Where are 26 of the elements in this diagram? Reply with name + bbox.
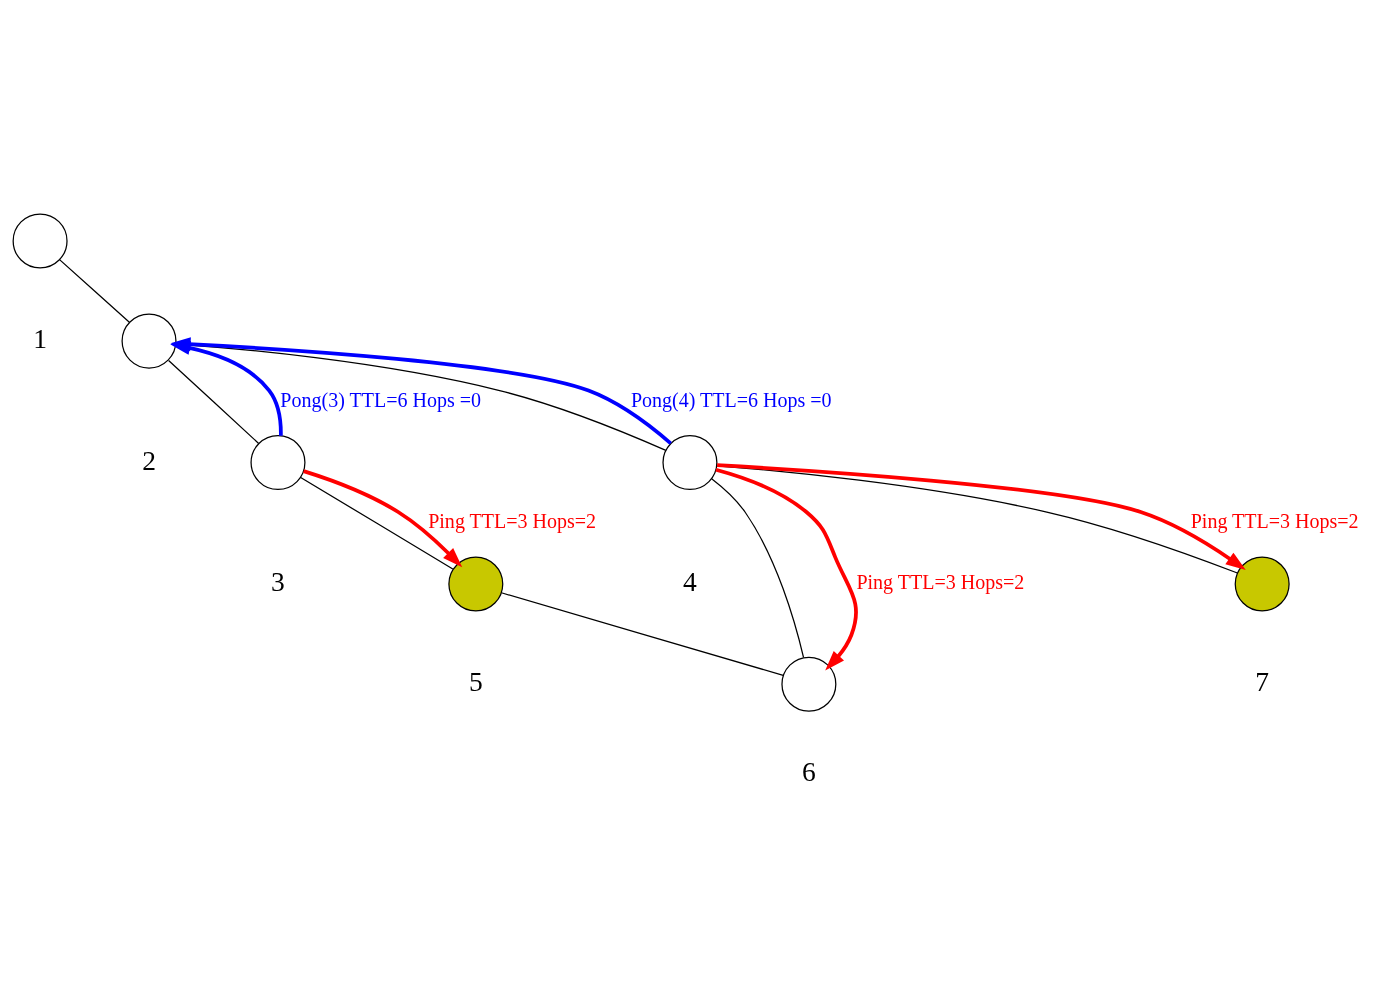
node-label: 3 bbox=[271, 565, 285, 597]
node-circle bbox=[121, 313, 177, 369]
connector bbox=[58, 258, 130, 323]
arrow bbox=[715, 467, 858, 670]
node-label: 6 bbox=[802, 755, 816, 787]
node-label: 1 bbox=[33, 322, 47, 354]
arrow bbox=[303, 468, 463, 567]
node-circle bbox=[250, 434, 306, 490]
connector bbox=[711, 477, 805, 658]
edge-label: Pong(3) TTL=6 Hops =0 bbox=[280, 388, 482, 411]
node-circle bbox=[781, 656, 837, 712]
connector bbox=[167, 359, 260, 444]
connector bbox=[300, 476, 454, 570]
node-label: 7 bbox=[1255, 665, 1270, 697]
node-label: 4 bbox=[683, 565, 697, 597]
edge-label: Ping TTL=3 Hops=2 bbox=[856, 570, 1025, 593]
node-circle bbox=[448, 555, 504, 612]
edge-label: Pong(4) TTL=6 Hops =0 bbox=[630, 388, 832, 411]
edge-label: Ping TTL=3 Hops=2 bbox=[428, 509, 597, 532]
node-circle bbox=[12, 212, 68, 268]
node-label: 2 bbox=[142, 444, 156, 476]
node-circle bbox=[662, 434, 718, 490]
node-label: 5 bbox=[468, 665, 483, 697]
node-circle bbox=[1234, 555, 1290, 612]
connector bbox=[500, 591, 784, 676]
edge-label: Ping TTL=3 Hops=2 bbox=[1190, 509, 1359, 532]
